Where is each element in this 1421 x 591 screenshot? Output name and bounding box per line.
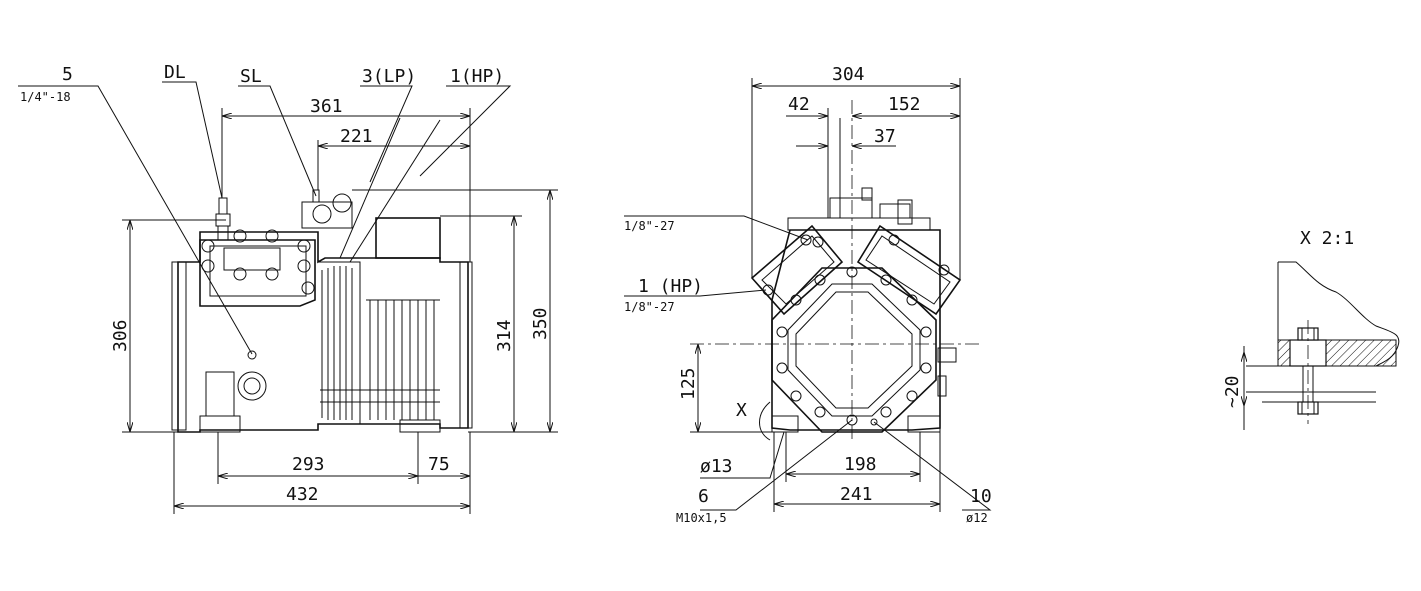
- sight-glass: [237, 371, 267, 401]
- dim-198: 198: [844, 454, 877, 475]
- front-left-foot: [771, 415, 799, 433]
- detail-dim-20: ~20: [1222, 375, 1243, 408]
- motor-fins: [318, 261, 440, 425]
- label-port-5-thread: 1/4"-18: [20, 90, 71, 104]
- left-cylinder-head: [750, 224, 844, 316]
- front-view: 304 42 152 37 1/8"-27 1 (HP) 1/8"-27 125…: [624, 64, 992, 525]
- label-x-marker: X: [736, 400, 747, 421]
- dim-293: 293: [292, 454, 325, 475]
- dim-152: 152: [888, 94, 921, 115]
- label-port-10-dia: ø12: [966, 511, 988, 525]
- dim-75: 75: [428, 454, 450, 475]
- terminal-box: [375, 217, 441, 259]
- label-sl: SL: [240, 66, 262, 87]
- head-bolts: [201, 229, 315, 295]
- dim-350: 350: [530, 307, 551, 340]
- side-dims: [122, 108, 558, 514]
- side-left-flange: [171, 261, 187, 431]
- dim-432: 432: [286, 484, 319, 505]
- label-lp: 3(LP): [362, 66, 416, 87]
- label-port-5: 5: [62, 64, 73, 85]
- dim-314: 314: [494, 319, 515, 352]
- detail-bolt: [1297, 320, 1319, 424]
- dim-125: 125: [678, 367, 699, 400]
- side-right-flange: [459, 261, 473, 429]
- dim-241: 241: [840, 484, 873, 505]
- dim-304: 304: [832, 64, 865, 85]
- oil-pump: [205, 371, 235, 417]
- label-port-6: 6: [698, 486, 709, 507]
- dim-221: 221: [340, 126, 373, 147]
- front-right-foot: [907, 415, 941, 433]
- label-dl: DL: [164, 62, 186, 83]
- dim-42: 42: [788, 94, 810, 115]
- detail-view: X 2:1 ~20: [1222, 228, 1400, 430]
- label-port-6-thread: M10x1,5: [676, 511, 727, 525]
- front-leaders: [624, 215, 992, 511]
- right-cylinder-head: [856, 224, 962, 316]
- octagon-bolts: [762, 234, 950, 426]
- label-hole-dia: ø13: [700, 456, 733, 477]
- label-hp: 1(HP): [450, 66, 504, 87]
- dim-306: 306: [110, 319, 131, 352]
- label-port-10: 10: [970, 486, 992, 507]
- label-hp-thread: 1/8"-27: [624, 300, 675, 314]
- sl-valve-body: [301, 201, 353, 229]
- side-view: 5 1/4"-18 DL SL 3(LP) 1(HP) 361 221 306 …: [18, 62, 558, 514]
- label-port-top-thread: 1/8"-27: [624, 219, 675, 233]
- dim-361: 361: [310, 96, 343, 117]
- head-plate: [223, 247, 281, 271]
- dim-37: 37: [874, 126, 896, 147]
- front-dims: [690, 78, 961, 512]
- label-hp-front: 1 (HP): [638, 276, 703, 297]
- detail-title: X 2:1: [1300, 228, 1354, 249]
- cylinder-head: [199, 239, 316, 307]
- octagon-cover: [771, 267, 937, 433]
